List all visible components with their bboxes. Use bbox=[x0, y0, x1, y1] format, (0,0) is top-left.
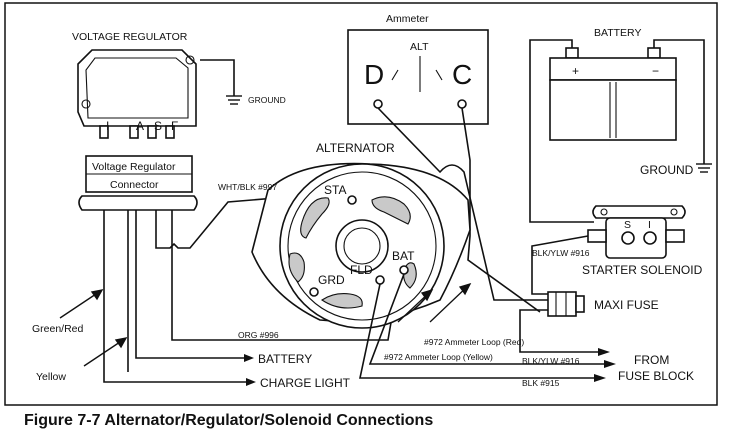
harness-wires bbox=[103, 195, 401, 383]
green-red-label: Green/Red bbox=[32, 323, 84, 335]
sta-label: STA bbox=[324, 183, 346, 197]
bat-terminal bbox=[399, 265, 409, 275]
battery-plus-label: + bbox=[572, 64, 579, 78]
maxi-fuse bbox=[547, 291, 585, 317]
battery-arrow-icon bbox=[244, 354, 254, 362]
maxi-fuse-label: MAXI FUSE bbox=[594, 298, 659, 312]
battery-ground-label: GROUND bbox=[640, 163, 694, 177]
battery-title: BATTERY bbox=[594, 27, 641, 39]
battery-unit bbox=[549, 47, 677, 141]
harness-arrows bbox=[59, 289, 128, 367]
sta-terminal bbox=[347, 195, 357, 205]
terminal-s-label: S bbox=[154, 119, 162, 133]
battery-minus-label: − bbox=[652, 64, 659, 78]
bat-label: BAT bbox=[392, 249, 415, 263]
connector-label-line2: Connector bbox=[110, 179, 159, 191]
regulator-ground-wire bbox=[200, 59, 235, 96]
diagram-border bbox=[4, 2, 718, 406]
regulator-ground-label: GROUND bbox=[248, 95, 286, 105]
loop-red-label: #972 Ammeter Loop (Red) bbox=[424, 337, 524, 347]
solenoid-fuse-wire bbox=[531, 235, 589, 295]
connector-label-line1: Voltage Regulator bbox=[92, 161, 176, 173]
solenoid-s-label: S bbox=[624, 219, 631, 231]
regulator-mount-hole-right bbox=[185, 55, 195, 65]
ammeter-loop-wires bbox=[377, 107, 548, 313]
fuse-to-fuse-block-wire bbox=[519, 309, 600, 353]
regulator-title: VOLTAGE REGULATOR bbox=[72, 31, 188, 43]
terminal-f-label: F bbox=[171, 119, 178, 133]
figure-caption: Figure 7-7 Alternator/Regulator/Solenoid… bbox=[24, 412, 434, 429]
yellow-label: Yellow bbox=[36, 371, 66, 383]
fld-label: FLD bbox=[350, 263, 373, 277]
regulator-mount-hole-left bbox=[81, 99, 91, 109]
battery-negative-cable bbox=[653, 39, 705, 164]
charge-light-label: CHARGE LIGHT bbox=[260, 376, 351, 390]
ammeter-title: Ammeter bbox=[386, 13, 429, 25]
ammeter-terminal-d bbox=[373, 99, 383, 109]
blk-ylw-top-label: BLK/YLW #916 bbox=[532, 248, 590, 258]
ammeter-terminal-c bbox=[457, 99, 467, 109]
starter-solenoid bbox=[587, 205, 686, 259]
ammeter-alt-label: ALT bbox=[410, 41, 429, 53]
fuse-block-arrow-0-icon bbox=[598, 348, 610, 356]
alternator-title: ALTERNATOR bbox=[316, 141, 395, 155]
grd-terminal bbox=[309, 287, 319, 297]
loop-yellow-label: #972 Ammeter Loop (Yellow) bbox=[384, 352, 493, 362]
fuse-block-arrow-1-icon bbox=[604, 360, 616, 368]
terminal-i-label: I bbox=[106, 119, 109, 133]
from-label: FROM bbox=[634, 353, 669, 367]
regulator-ground-icon bbox=[226, 95, 242, 105]
loop-arrows bbox=[397, 282, 472, 323]
battery-ground-icon bbox=[696, 163, 712, 173]
alternator-body bbox=[251, 162, 471, 329]
blk-wire-label: BLK #915 bbox=[522, 378, 560, 388]
connector-plug bbox=[78, 195, 198, 211]
fuse-block-arrow-2-icon bbox=[594, 374, 606, 382]
wht-blk-wire-label: WHT/BLK #997 bbox=[218, 182, 277, 192]
grd-label: GRD bbox=[318, 273, 345, 287]
ammeter-d-label: D bbox=[364, 59, 384, 90]
fld-terminal bbox=[375, 275, 385, 285]
charge-light-arrow-icon bbox=[246, 378, 256, 386]
battery-wire-label: BATTERY bbox=[258, 352, 312, 366]
terminal-a-label: A bbox=[136, 119, 144, 133]
solenoid-i-label: I bbox=[648, 219, 651, 231]
ammeter-box bbox=[347, 29, 489, 125]
battery-positive-cable bbox=[529, 39, 594, 223]
ammeter-c-label: C bbox=[452, 59, 472, 90]
org-wire-label: ORG #996 bbox=[238, 330, 279, 340]
fuse-block-label: FUSE BLOCK bbox=[618, 369, 694, 383]
starter-solenoid-label: STARTER SOLENOID bbox=[582, 263, 703, 277]
alternator-output-wires bbox=[359, 273, 612, 379]
blk-ylw-bottom-label: BLK/YLW #916 bbox=[522, 356, 580, 366]
voltage-regulator-unit bbox=[77, 49, 197, 139]
